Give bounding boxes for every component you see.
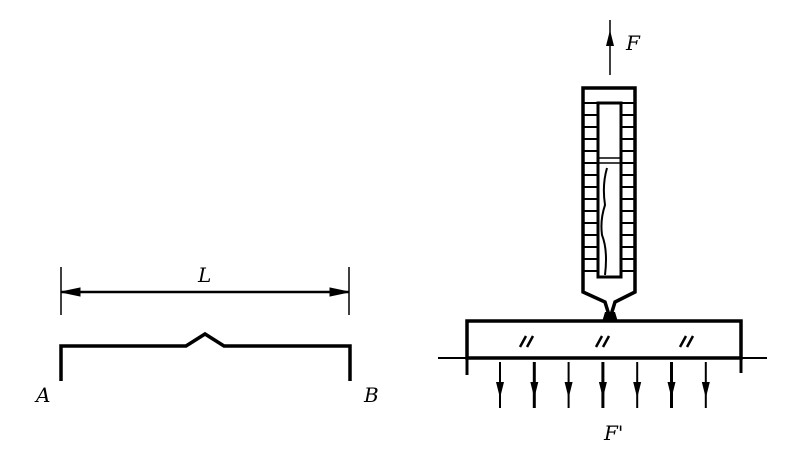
length-label: L xyxy=(197,263,211,287)
hatch-marks xyxy=(518,335,695,348)
reaction-arrow xyxy=(564,362,573,408)
pull-force-arrow xyxy=(606,20,614,75)
adhesion-plate xyxy=(438,319,767,375)
force-top-label: F xyxy=(625,31,641,55)
reaction-arrow xyxy=(598,362,607,408)
force-bottom-label: F' xyxy=(603,421,623,445)
end-b-label: B xyxy=(363,383,379,407)
reaction-arrow xyxy=(633,362,642,408)
end-a-label: A xyxy=(34,383,50,407)
reaction-arrow xyxy=(530,362,539,408)
specimen-strip xyxy=(59,331,352,381)
reaction-arrow xyxy=(496,362,504,408)
reaction-force-arrows xyxy=(496,362,710,408)
reaction-arrow xyxy=(701,362,710,408)
reaction-arrow xyxy=(667,362,676,408)
tester-body xyxy=(581,86,637,317)
scale-ladder xyxy=(583,102,635,272)
dimension-line-l xyxy=(60,267,350,315)
